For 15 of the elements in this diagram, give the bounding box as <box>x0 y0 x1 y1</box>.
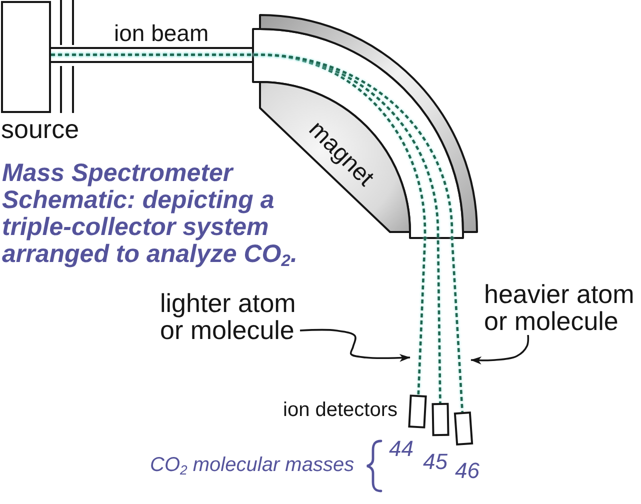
beam-label: ion beam <box>114 22 209 44</box>
detector-label: ion detectors <box>283 400 398 420</box>
ion-detector <box>408 394 427 428</box>
leader-arrow <box>470 334 530 364</box>
ion-detector <box>454 411 474 446</box>
caption: Mass Spectrometer Schematic: depicting a triple-collector system arranged to analyze CO$_{2}$. <box>2 160 298 268</box>
mass-number: 45 <box>423 451 448 474</box>
source-label: source <box>1 116 80 142</box>
mass-number: 44 <box>389 438 414 460</box>
annotation-text: heavier atom or molecule <box>484 281 638 335</box>
mass-number: 46 <box>455 460 480 482</box>
masses-label: CO$_{2}$ molecular masses <box>150 455 354 475</box>
leader-arrow <box>300 328 410 362</box>
ion-detector <box>432 402 450 436</box>
annotation-text: lighter atom or molecule <box>160 290 300 344</box>
